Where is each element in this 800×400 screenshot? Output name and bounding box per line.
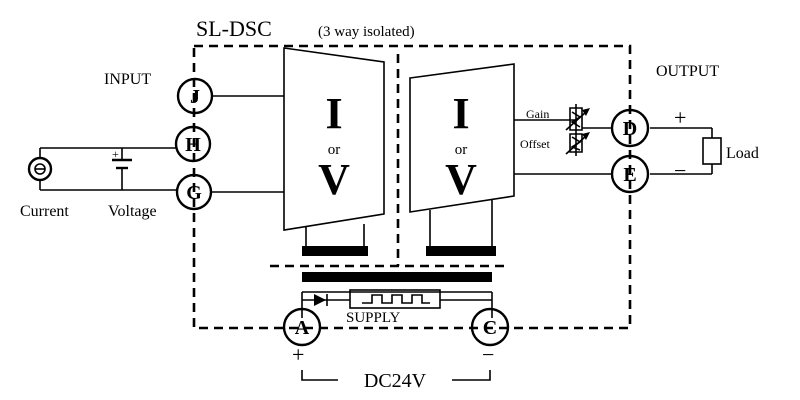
terminal-h-circle[interactable] <box>174 125 212 163</box>
gain-offset-adjusters: Gain Offset <box>514 104 612 156</box>
terminal-j-label: J <box>190 86 200 108</box>
terminal-h-label: H <box>185 134 201 156</box>
input-converter-bottom: V <box>318 155 350 204</box>
supply-label: SUPPLY <box>346 310 401 326</box>
supply-transformer-core <box>302 272 492 282</box>
output-converter-top: I <box>452 89 469 138</box>
gain-arrowhead-icon <box>582 108 590 116</box>
supply-section: SUPPLY <box>301 272 493 326</box>
device-title: SL-DSC <box>196 16 272 41</box>
terminal-e-label: E <box>623 164 636 186</box>
output-transformer-core <box>426 246 496 256</box>
terminal-d[interactable]: D <box>610 108 650 148</box>
load-resistor <box>702 137 722 165</box>
terminal-a[interactable]: A <box>282 307 322 347</box>
input-transformer-core <box>302 246 368 256</box>
current-label: Current <box>20 203 69 220</box>
voltage-label: Voltage <box>108 203 157 220</box>
offset-label: Offset <box>520 137 550 151</box>
input-converter: I or V <box>283 47 385 256</box>
supply-minus-sign: − <box>482 342 494 367</box>
output-converter: I or V <box>409 63 515 256</box>
offset-arrow-icon <box>565 135 587 155</box>
gain-trimmer-icon <box>569 107 583 131</box>
voltage-source: + <box>112 147 132 190</box>
dc-left-bracket <box>301 370 338 381</box>
terminal-g-circle[interactable] <box>175 173 213 211</box>
terminal-d-label: D <box>623 118 637 140</box>
terminal-j-circle[interactable] <box>176 77 214 115</box>
battery-plus-sign: + <box>112 147 119 161</box>
offset-arrowhead-icon <box>582 132 590 140</box>
terminal-g-label: G <box>186 182 202 204</box>
current-source <box>27 147 176 191</box>
load-label: Load <box>726 145 759 162</box>
output-label: OUTPUT <box>656 63 719 80</box>
terminal-c-label: C <box>483 317 497 339</box>
dc-voltage-label: DC24V <box>364 370 427 392</box>
output-converter-mid: or <box>455 142 468 158</box>
gain-label: Gain <box>526 107 549 121</box>
supply-diode-icon <box>314 294 326 306</box>
dc-right-bracket <box>452 370 491 381</box>
output-plus-sign: + <box>674 105 686 130</box>
device-subtitle: (3 way isolated) <box>318 24 415 40</box>
supply-oscillator-box <box>349 289 441 309</box>
supply-plus-sign: + <box>292 342 304 367</box>
input-converter-top: I <box>325 89 342 138</box>
enclosure-outline <box>192 44 632 330</box>
gain-arrow-icon <box>565 111 587 131</box>
input-converter-mid: or <box>328 142 341 158</box>
terminal-g[interactable]: G <box>175 173 213 211</box>
current-source-icon <box>27 156 53 182</box>
terminal-d-circle[interactable] <box>610 108 650 148</box>
terminal-a-label: A <box>295 317 310 339</box>
terminal-c-circle[interactable] <box>470 307 510 347</box>
input-converter-outline <box>283 47 385 231</box>
terminal-c[interactable]: C <box>470 307 510 347</box>
terminal-j[interactable]: J <box>176 77 214 115</box>
square-wave-icon <box>362 294 430 304</box>
terminal-h[interactable]: H <box>174 125 212 163</box>
terminal-a-circle[interactable] <box>282 307 322 347</box>
output-converter-outline <box>409 63 515 213</box>
terminal-e[interactable]: E <box>610 154 650 194</box>
terminal-e-circle[interactable] <box>610 154 650 194</box>
input-label: INPUT <box>104 71 151 88</box>
output-converter-bottom: V <box>445 155 477 204</box>
output-minus-sign: − <box>674 158 686 183</box>
